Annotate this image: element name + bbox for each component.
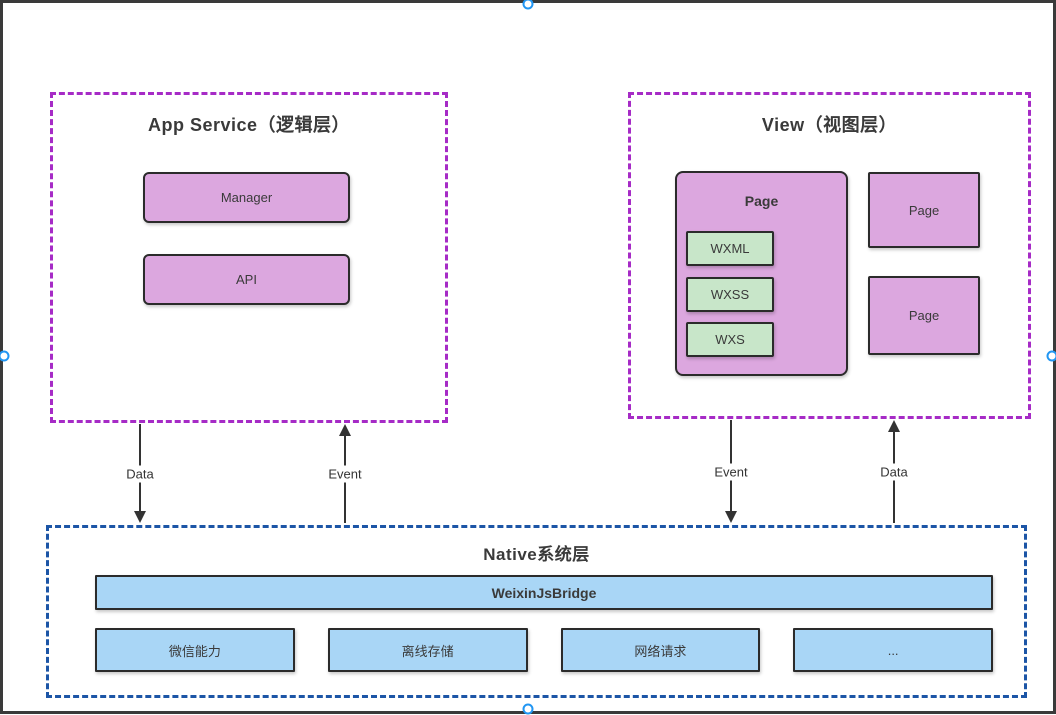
arrow-data-appservice-to-native: Data (132, 424, 148, 523)
resize-handle-bottom[interactable] (523, 704, 534, 715)
module-network-request: 网络请求 (561, 628, 761, 672)
page-main-node: Page WXML WXSS WXS (675, 171, 848, 376)
app-service-title: App Service（逻辑层） (53, 111, 445, 137)
native-title: Native系统层 (49, 540, 1024, 565)
native-layer: Native系统层 WeixinJsBridge 微信能力 离线存储 网络请求 … (46, 525, 1027, 698)
arrow-event-native-to-appservice: Event (337, 424, 353, 523)
page-node: Page (868, 172, 980, 248)
resize-handle-right[interactable] (1047, 351, 1056, 362)
module-label: ... (888, 643, 899, 658)
arrow-label: Data (122, 465, 157, 482)
weixin-js-bridge-bar: WeixinJsBridge (95, 575, 993, 610)
wxss-node: WXSS (686, 277, 774, 312)
page-node: Page (868, 276, 980, 355)
manager-label: Manager (221, 190, 272, 205)
arrowhead-up-icon (888, 420, 900, 432)
view-title: View（视图层） (631, 111, 1028, 137)
wxs-node: WXS (686, 322, 774, 357)
wxml-node: WXML (686, 231, 774, 266)
weixin-js-bridge-label: WeixinJsBridge (492, 585, 597, 601)
module-label: 离线存储 (402, 641, 454, 660)
module-label: 网络请求 (634, 641, 686, 660)
module-label: 微信能力 (169, 641, 221, 660)
arrow-data-native-to-view: Data (886, 420, 902, 523)
arrow-label: Event (324, 465, 365, 482)
manager-node: Manager (143, 172, 350, 223)
arrowhead-down-icon (725, 511, 737, 523)
arrowhead-down-icon (134, 511, 146, 523)
module-more: ... (793, 628, 993, 672)
view-layer: View（视图层） Page WXML WXSS WXS Page Page (628, 92, 1031, 419)
api-label: API (236, 272, 257, 287)
wxss-label: WXSS (711, 287, 749, 302)
arrow-label: Event (710, 463, 751, 480)
page-label: Page (909, 308, 939, 323)
api-node: API (143, 254, 350, 305)
arrowhead-up-icon (339, 424, 351, 436)
page-main-label: Page (677, 193, 846, 209)
wxml-label: WXML (711, 241, 750, 256)
wxs-label: WXS (715, 332, 745, 347)
module-offline-storage: 离线存储 (328, 628, 528, 672)
native-module-row: 微信能力 离线存储 网络请求 ... (95, 628, 993, 672)
module-wechat-capability: 微信能力 (95, 628, 295, 672)
app-service-layer: App Service（逻辑层） Manager API (50, 92, 448, 423)
arrow-label: Data (876, 463, 911, 480)
page-label: Page (909, 203, 939, 218)
arrow-event-view-to-native: Event (723, 420, 739, 523)
